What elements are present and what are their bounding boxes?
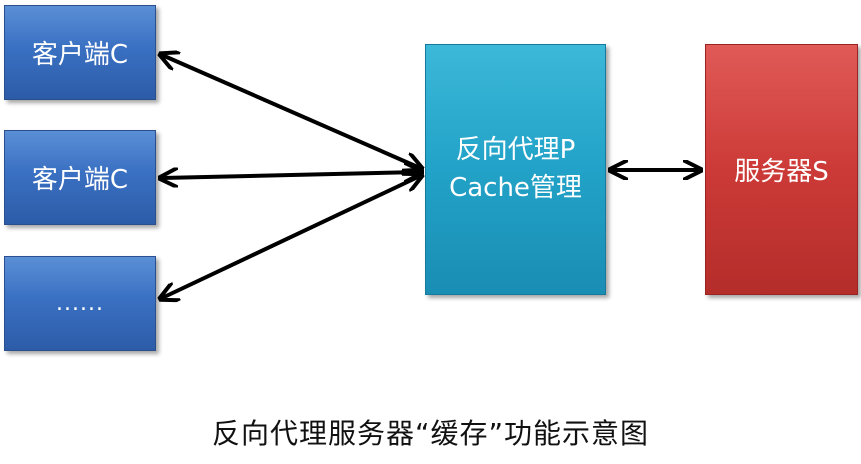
client-node-2-label: 客户端C — [31, 165, 129, 195]
reverse-proxy-label-line1: 反向代理P — [455, 134, 576, 165]
diagram-caption: 反向代理服务器“缓存”功能示意图 — [211, 417, 649, 450]
client-node-1: 客户端C — [4, 5, 156, 100]
reverse-proxy-node: 反向代理P Cache管理 — [425, 44, 606, 295]
arrow-client3-proxy — [162, 176, 420, 298]
server-node-label: 服务器S — [734, 157, 829, 187]
client-node-1-label: 客户端C — [31, 40, 129, 70]
server-node: 服务器S — [705, 44, 858, 295]
client-node-more-label: ...... — [56, 291, 104, 316]
arrow-client1-proxy — [162, 55, 420, 168]
client-node-more: ...... — [4, 256, 156, 351]
client-node-2: 客户端C — [4, 130, 156, 225]
arrow-client2-proxy — [162, 172, 420, 178]
reverse-proxy-label-line2: Cache管理 — [449, 172, 582, 203]
